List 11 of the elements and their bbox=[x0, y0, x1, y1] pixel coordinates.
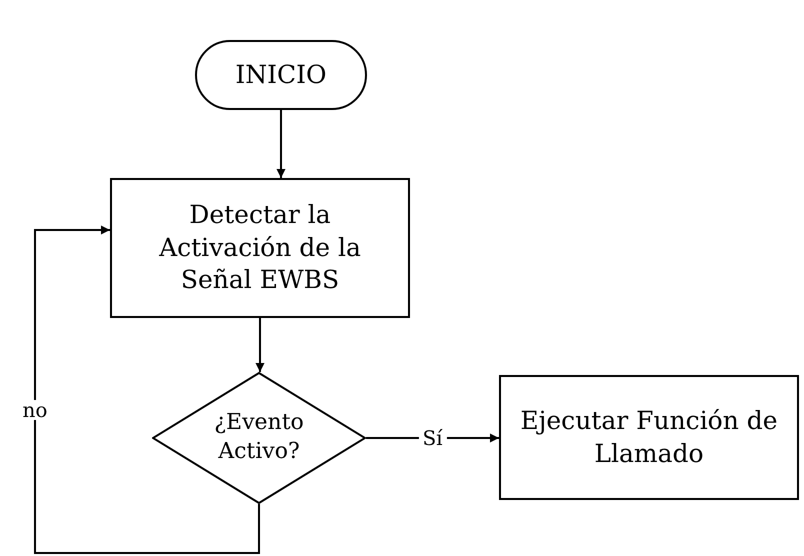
edge-label: Sí bbox=[418, 428, 447, 448]
process-box bbox=[499, 375, 799, 500]
arrow bbox=[256, 318, 264, 372]
decision-diamond bbox=[152, 372, 366, 504]
process-box bbox=[110, 178, 410, 318]
arrow bbox=[276, 110, 286, 178]
node-label: INICIO bbox=[234, 58, 328, 91]
node-label: Detectar la Activación de la Señal EWBS bbox=[158, 199, 362, 296]
arrow bbox=[34, 226, 260, 554]
node-label: Ejecutar Función de Llamado bbox=[519, 405, 779, 470]
node-label: ¿Evento Activo? bbox=[213, 409, 305, 466]
